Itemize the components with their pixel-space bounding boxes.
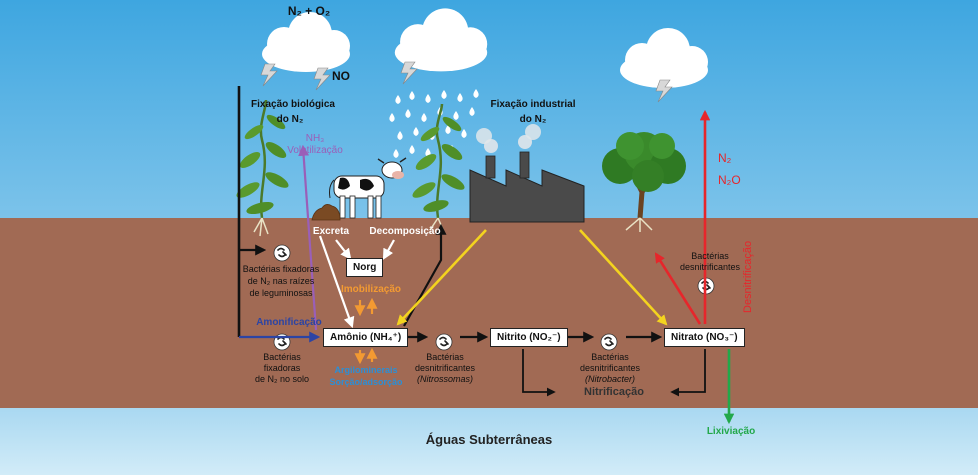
label-free-bacteria-3: de N₂ no solo (254, 374, 310, 384)
label-excreta: Excreta (312, 226, 350, 237)
label-clay-minerals: Argilominerais (334, 365, 398, 375)
factory-icon (469, 124, 585, 223)
groundwater-layer (0, 408, 978, 475)
label-volatilization: Volatilização (287, 145, 343, 156)
arrow-denitrification-up (654, 252, 702, 325)
bacteria-icon (600, 333, 618, 351)
label-denitrifying-bacteria-1: Bactérias (691, 251, 729, 261)
label-leaching: Lixiviação (706, 426, 756, 437)
label-nitrification: Nitrificação (584, 386, 644, 398)
ammonium-box: Amônio (NH₄⁺) (323, 328, 409, 347)
label-nitrosomonas-2: desnitrificantes (414, 363, 476, 373)
label-sorption: Sorção/adsorção (329, 377, 403, 387)
manure-icon (311, 204, 341, 221)
label-biological-fixation-1: Fixação biológica (251, 99, 335, 110)
label-symbiotic-bacteria-2: de N₂ nas raízes (247, 276, 315, 286)
arrow-decomposition (382, 239, 395, 260)
label-n2-o2: N₂ + O₂ (287, 4, 331, 18)
label-no: NO (332, 69, 350, 83)
nitrate-box: Nitrato (NO₃⁻) (664, 328, 745, 347)
label-groundwater: Águas Subterrâneas (425, 432, 553, 447)
label-nitrosomonas-3: (Nitrossomas) (416, 374, 474, 384)
label-denitrification: Desnitrificação (742, 240, 754, 313)
arrow-industrial-to-ammonium (396, 229, 487, 326)
label-immobilization: Imobilização (340, 284, 402, 295)
arrow-industrial-to-nitrate (579, 229, 668, 326)
label-biological-fixation-2: do N₂ (276, 114, 304, 125)
label-nh3: NH₃ (305, 133, 325, 144)
label-n2o: N₂O (718, 173, 741, 187)
label-nitrobacter-2: desnitrificantes (579, 363, 641, 373)
nitrite-box: Nitrito (NO₂⁻) (490, 328, 568, 347)
bacteria-icon (435, 333, 453, 351)
arrow-nitrite-nitrification (522, 349, 556, 397)
arrow-excreta (318, 235, 355, 329)
norg-box: Norg (346, 258, 384, 277)
soil (0, 218, 978, 408)
bacteria-icon (273, 244, 291, 262)
arrow-excreta-norg (335, 239, 352, 260)
label-denitrifying-bacteria-2: desnitrificantes (679, 262, 741, 272)
tree-icon (602, 132, 686, 232)
label-decomposition: Decomposição (369, 226, 441, 237)
label-ammonification: Amonificação (256, 317, 322, 328)
label-industrial-fixation-1: Fixação industrial (490, 99, 576, 110)
arrow-volatilization (298, 144, 318, 331)
label-nitrobacter-3: (Nitrobacter) (584, 374, 636, 384)
label-symbiotic-bacteria-1: Bactérias fixadoras (242, 264, 320, 274)
label-nitrobacter-1: Bactérias (591, 352, 629, 362)
legume-plant-left (236, 99, 289, 237)
cow-icon (329, 157, 407, 219)
legume-plant-center (412, 103, 465, 233)
label-symbiotic-bacteria-3: de leguminosas (249, 288, 313, 298)
label-n2: N₂ (718, 151, 732, 165)
arrow-nitrate-nitrification (670, 349, 706, 397)
label-nitrosomonas-1: Bactérias (426, 352, 464, 362)
label-industrial-fixation-2: do N₂ (519, 114, 547, 125)
label-free-bacteria-2: fixadoras (263, 363, 301, 373)
label-free-bacteria-1: Bactérias (263, 352, 301, 362)
